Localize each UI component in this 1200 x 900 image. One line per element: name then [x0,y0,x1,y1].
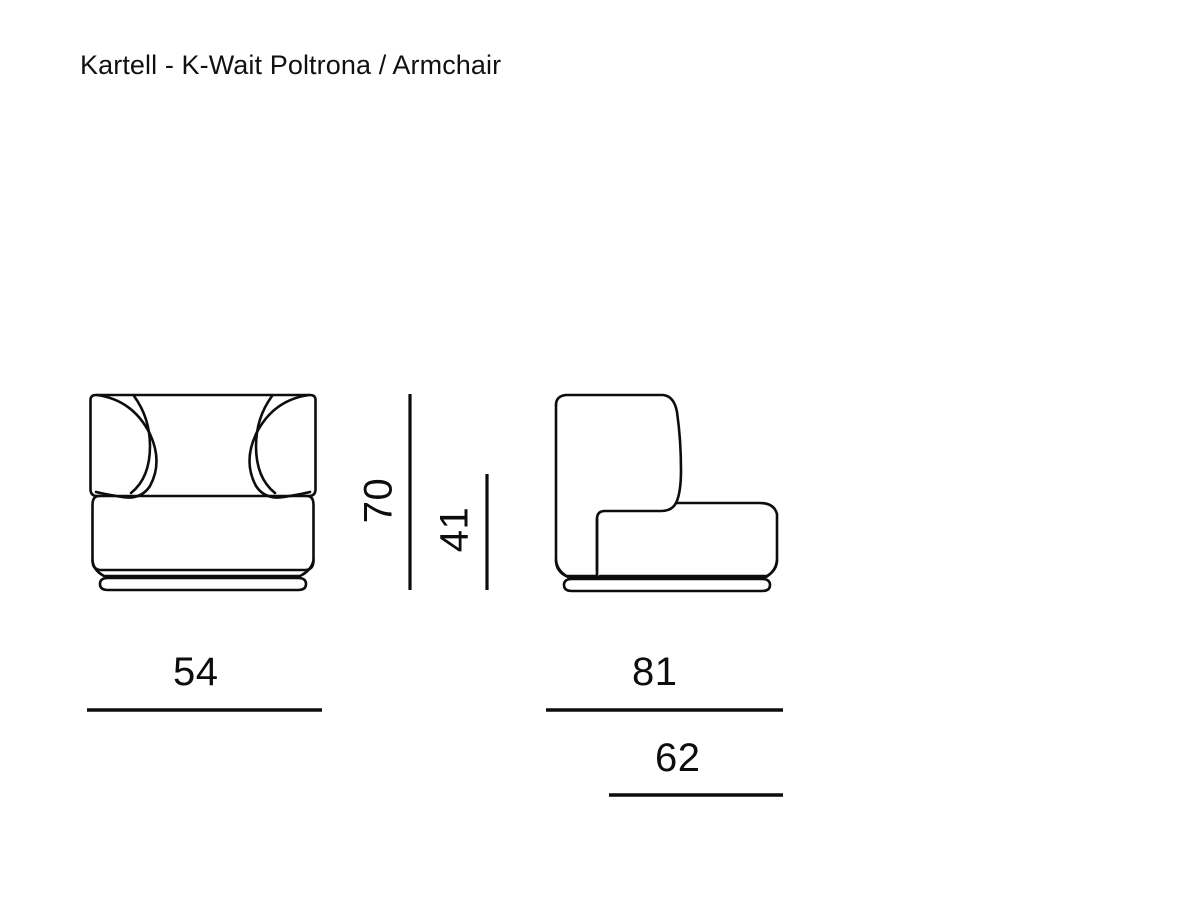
front-right-arm-outer [248,393,312,499]
front-left-arm-inner [129,394,152,495]
side-seat-block-outline [598,501,779,578]
side-backrest-left-edge [554,403,599,578]
vertical-dimension-lines [408,394,489,590]
front-body-taper [91,558,315,578]
front-base-plinth [98,576,308,592]
dimension-label-height-total: 70 [356,477,401,524]
dimension-label-side-depth-total: 81 [632,650,678,694]
front-right-arm-inner [254,394,277,495]
side-base-plinth [562,577,772,593]
front-view-group [89,393,317,592]
dimension-label-side-depth-seat: 62 [655,736,701,780]
front-back-panel-outline [89,393,317,498]
front-seat-block-outline [91,494,315,572]
dimension-label-seat-height: 41 [432,506,477,553]
dimension-label-front-width: 54 [173,650,219,694]
side-view-group [554,393,779,593]
side-backrest-outline [554,393,683,572]
page-title: Kartell - K-Wait Poltrona / Armchair [80,50,502,80]
front-left-arm-outer [94,393,158,499]
side-body-taper [554,558,779,579]
